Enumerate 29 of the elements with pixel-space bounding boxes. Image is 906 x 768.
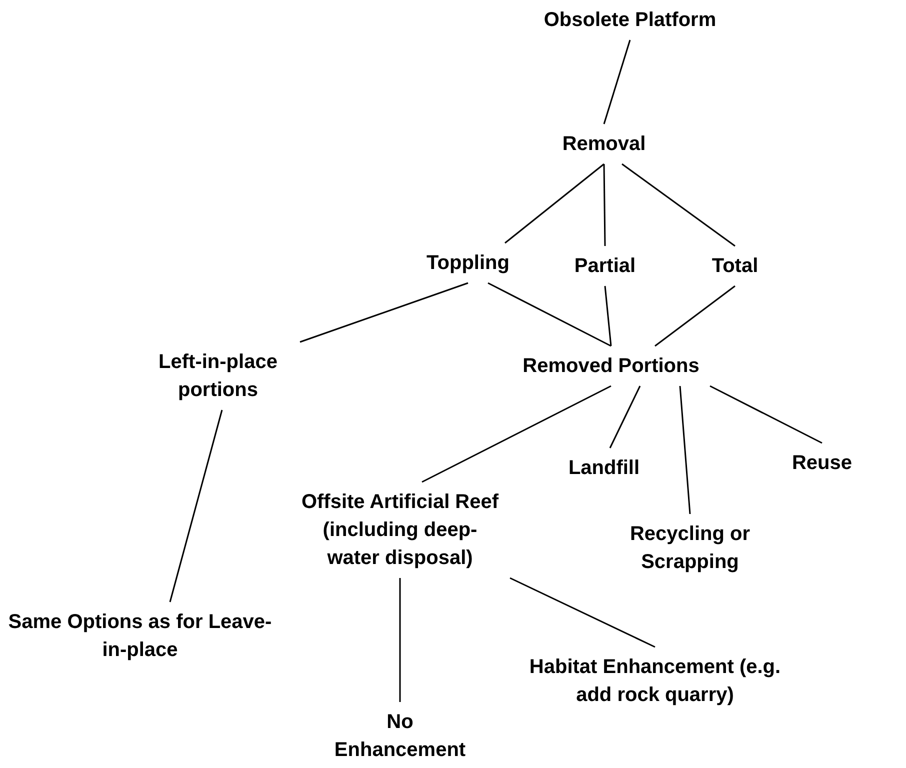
connector-line — [604, 286, 612, 346]
node-label: Same Options as for Leave-in-place — [0, 608, 280, 664]
connector-line — [654, 285, 736, 347]
node-label: Left-in-place portions — [133, 348, 303, 404]
connector-line — [488, 282, 612, 347]
connector-line — [603, 40, 631, 124]
node-label: Offsite Artificial Reef (including deep-water disposal) — [300, 488, 500, 572]
connector-line — [622, 163, 736, 247]
connector-line — [510, 577, 656, 648]
node-label: Toppling — [426, 249, 510, 277]
node-label: Removal — [562, 130, 646, 158]
connector-line — [422, 385, 612, 483]
node-label: Total — [712, 252, 758, 280]
node-label: Reuse — [792, 449, 852, 477]
connector-line — [603, 164, 606, 246]
connector-line — [504, 163, 604, 244]
connector-line — [169, 410, 223, 602]
node-label: Landfill — [568, 454, 640, 482]
connector-line — [300, 282, 468, 343]
connector-line — [399, 578, 401, 702]
connector-line — [609, 386, 641, 448]
node-label: Recycling or Scrapping — [610, 520, 770, 576]
node-label: Obsolete Platform — [544, 6, 716, 34]
node-label: No Enhancement — [320, 708, 480, 764]
node-label: Habitat Enhancement (e.g. add rock quarry) — [525, 653, 785, 709]
node-label: Removed Portions — [522, 352, 700, 380]
connector-line — [679, 386, 691, 514]
connector-line — [710, 385, 822, 444]
node-label: Partial — [574, 252, 636, 280]
